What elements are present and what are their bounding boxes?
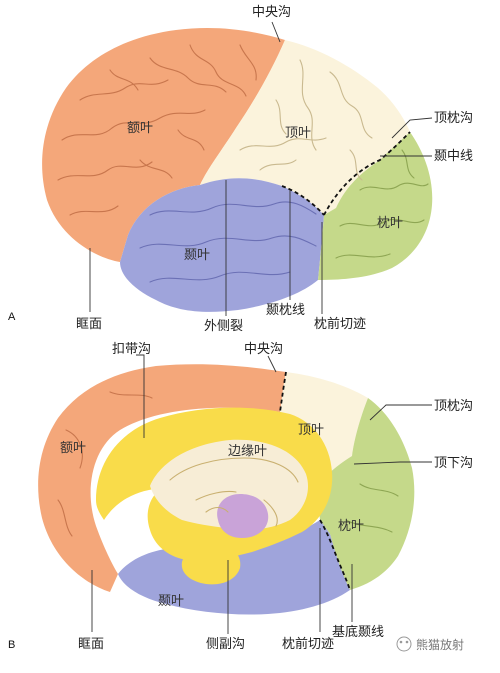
watermark-text: 熊猫放射 — [416, 637, 464, 652]
a-parietal-lobe-region — [200, 40, 410, 215]
b-parietal-lobe-region — [280, 372, 368, 478]
a-frontal-lobe-label: 额叶 — [127, 121, 153, 136]
b-leader-subparietal-sulcus — [353, 461, 432, 465]
b-leader-parieto-occipital — [369, 404, 432, 421]
watermark-logo-eye2-icon — [405, 640, 409, 644]
b-leader-cingulate-sulcus — [136, 354, 145, 438]
b-occipital-gyri — [345, 483, 399, 533]
a-frontal-lobe-region — [42, 28, 285, 262]
a-occipital-lobe-region — [318, 132, 433, 280]
panel-a-lateral-view: 额叶 顶叶 颞叶 枕叶 中央沟 顶枕沟 颞中线 眶面 外侧裂 颞枕线 枕前切迹 … — [8, 5, 473, 334]
b-hippocampal-blob — [181, 543, 241, 585]
a-occipital-lobe-label: 枕叶 — [377, 216, 403, 231]
b-collateral-sulcus-label: 侧副沟 — [206, 637, 245, 652]
b-occipital-lobe-region — [319, 398, 415, 590]
a-temporo-parietal-dashed-line — [323, 131, 411, 216]
a-leader-parieto-occipital — [391, 117, 433, 139]
b-ventricle-region — [217, 494, 269, 538]
b-preoccipital-notch-label: 枕前切迹 — [282, 636, 334, 652]
a-parieto-occipital-sulcus-label: 顶枕沟 — [434, 111, 473, 126]
b-central-sulcus-dashed-line — [279, 371, 287, 413]
a-temporo-occipital-line-label: 颞枕线 — [266, 303, 305, 318]
a-lateral-sulcus-label: 外侧裂 — [204, 319, 243, 334]
b-central-sulcus-label: 中央沟 — [244, 342, 283, 357]
watermark-logo-icon — [396, 636, 412, 652]
b-frontal-gyri — [57, 391, 153, 537]
a-panel-tag: A — [8, 311, 16, 323]
a-parietal-gyri — [239, 59, 373, 181]
a-preoccipital-notch-label: 枕前切迹 — [314, 316, 366, 332]
a-temporo-parietal-line-label: 颞中线 — [434, 149, 473, 164]
b-leader-central-sulcus — [267, 355, 277, 373]
b-frontal-lobe-region — [38, 364, 286, 592]
a-frontal-gyri — [57, 44, 257, 216]
a-temporal-gyri — [139, 201, 317, 283]
a-orbital-surface-label: 眶面 — [76, 317, 102, 332]
a-central-sulcus-label: 中央沟 — [252, 5, 291, 20]
watermark-logo-eye-icon — [399, 640, 403, 644]
watermark: 熊猫放射 — [396, 636, 464, 652]
b-temporal-lobe-label: 颞叶 — [158, 594, 184, 609]
b-parieto-occipital-sulcus-label: 顶枕沟 — [434, 399, 473, 414]
b-frontal-lobe-label: 额叶 — [60, 441, 86, 456]
a-parietal-lobe-label: 顶叶 — [285, 126, 311, 141]
b-occipital-lobe-label: 枕叶 — [338, 519, 364, 534]
b-basal-temporal-line-label: 基底颞线 — [332, 624, 384, 640]
b-subparietal-sulcus-label: 顶下沟 — [434, 456, 473, 471]
b-inner-midbrain-region — [150, 439, 309, 530]
a-leader-central-sulcus — [271, 21, 281, 43]
b-parietal-lobe-label: 顶叶 — [298, 423, 324, 438]
a-occipital-gyri — [335, 149, 429, 259]
b-limbic-lobe-label: 边缘叶 — [228, 444, 267, 459]
panel-b-medial-view: 额叶 顶叶 边缘叶 颞叶 枕叶 扣带沟 中央沟 顶枕沟 顶下沟 眶面 侧副沟 枕… — [8, 342, 473, 652]
b-panel-tag: B — [8, 639, 15, 651]
b-basal-temporal-dashed-line — [319, 519, 351, 591]
b-inner-outlines — [169, 457, 299, 527]
b-orbital-surface-label: 眶面 — [78, 637, 104, 652]
a-temporal-lobe-label: 颞叶 — [184, 248, 210, 263]
b-cingulate-sulcus-label: 扣带沟 — [112, 342, 151, 357]
